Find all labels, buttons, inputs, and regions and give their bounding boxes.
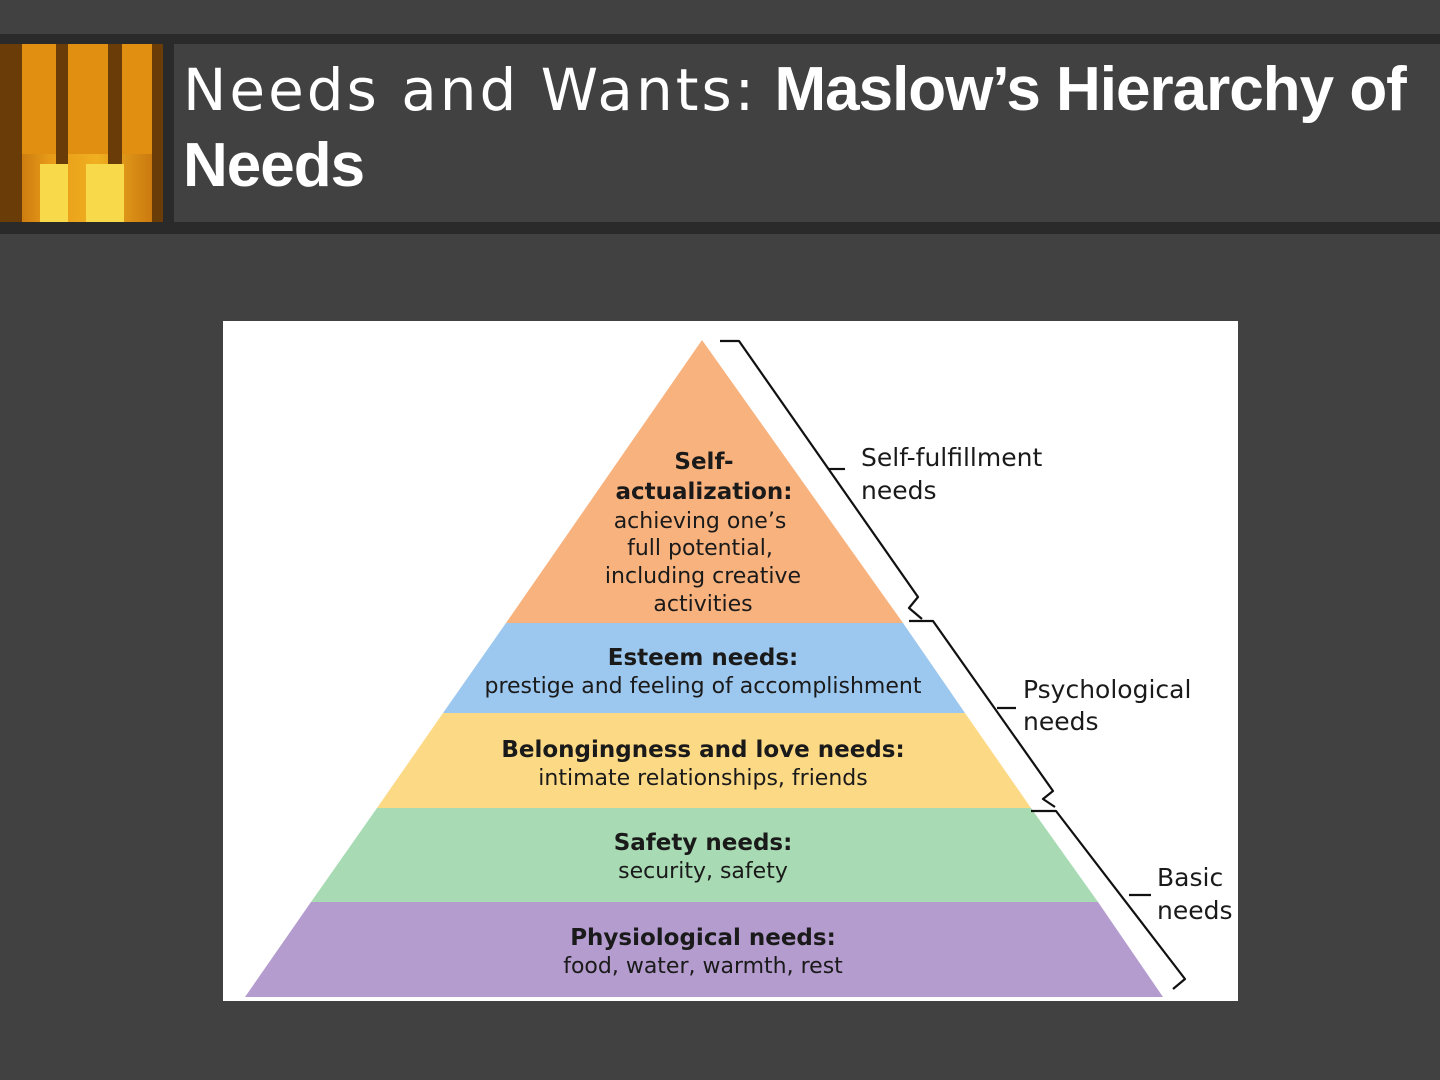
self-actualization-desc-3: including creative: [605, 564, 801, 589]
level-belongingness: [377, 713, 1031, 808]
physiological-desc: food, water, warmth, rest: [563, 954, 843, 979]
self-actualization-desc-2: full potential,: [627, 536, 773, 561]
brace-self-fulfillment: [720, 339, 923, 620]
physiological-title: Physiological needs:: [570, 925, 836, 951]
title-part1: Needs and Wants:: [183, 56, 758, 124]
group-psychological-line2: needs: [1023, 707, 1099, 736]
maslow-diagram: Self- actualization: achieving one’s ful…: [223, 321, 1238, 1001]
logo: [0, 44, 163, 222]
level-esteem: [443, 623, 965, 713]
esteem-desc: prestige and feeling of accomplishment: [485, 674, 922, 699]
pyramid-svg: Self- actualization: achieving one’s ful…: [245, 339, 1233, 997]
self-actualization-title-2: actualization:: [616, 479, 793, 505]
page-title: Needs and Wants: Maslow’s Hierarchy of N…: [183, 52, 1433, 204]
group-self-fulfillment-line1: Self-fulfillment: [861, 443, 1042, 472]
safety-desc: security, safety: [618, 859, 788, 884]
level-safety: [311, 808, 1098, 902]
belongingness-title: Belongingness and love needs:: [501, 737, 904, 763]
level-physiological: [245, 902, 1163, 997]
group-basic-line2: needs: [1157, 896, 1233, 925]
level-self-actualization: [506, 340, 903, 623]
title-part2: Maslow’s Hierarchy of Needs: [183, 55, 1407, 200]
group-basic-line1: Basic: [1157, 863, 1223, 892]
brace-basic: [1031, 809, 1187, 990]
group-psychological-line1: Psychological: [1023, 675, 1191, 704]
brace-psychological: [909, 619, 1056, 808]
self-actualization-desc-4: activities: [653, 592, 752, 617]
group-self-fulfillment-line2: needs: [861, 476, 937, 505]
safety-title: Safety needs:: [614, 830, 793, 856]
belongingness-desc: intimate relationships, friends: [538, 766, 867, 791]
esteem-title: Esteem needs:: [608, 645, 799, 671]
self-actualization-title-1: Self-: [674, 449, 733, 475]
self-actualization-desc-1: achieving one’s: [614, 509, 787, 534]
title-box: [174, 44, 1440, 222]
